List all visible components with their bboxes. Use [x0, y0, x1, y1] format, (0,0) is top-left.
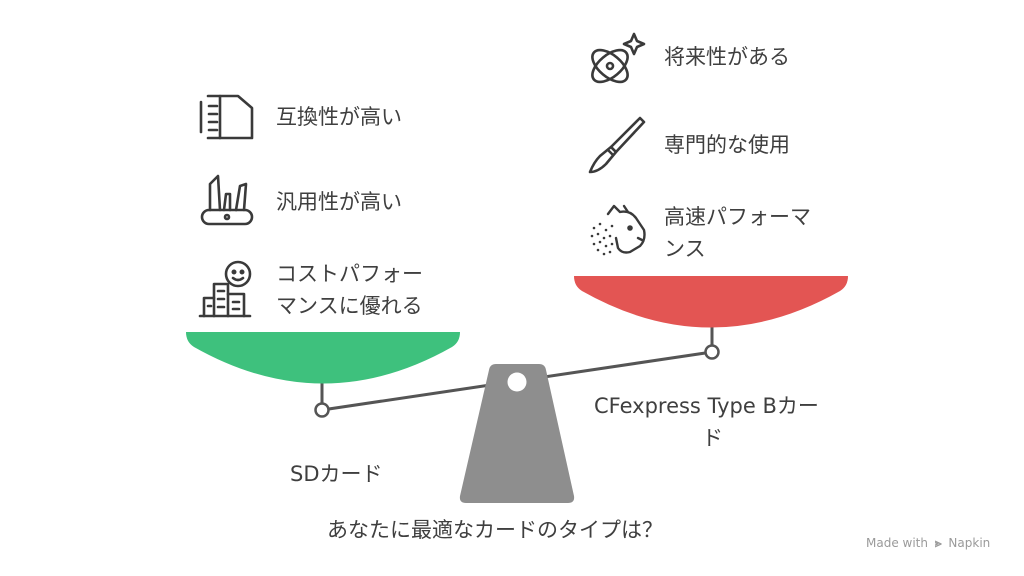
left-feature-1: 互換性が高い: [276, 105, 402, 129]
swiss-army-knife-icon: [196, 172, 258, 234]
watermark-brand: Napkin: [948, 536, 991, 550]
sd-card-icon: [196, 90, 258, 144]
right-feature-3-line-1: 高速パフォーマ: [664, 205, 811, 229]
right-feature-3-line-2: ンス: [664, 237, 706, 261]
right-feature-2: 専門的な使用: [664, 133, 790, 157]
watermark-prefix: Made with: [866, 536, 928, 550]
atom-sparkle-icon: [586, 30, 648, 92]
left-feature-3-line-1: コストパフォー: [276, 262, 423, 286]
fulcrum: [459, 364, 575, 503]
napkin-logo-icon: ⪢: [934, 536, 942, 550]
cheetah-icon: [586, 200, 648, 262]
left-option-label: SDカード: [290, 462, 383, 486]
person-with-building-icon: [196, 258, 258, 320]
left-feature-2: 汎用性が高い: [276, 190, 402, 214]
right-option-label-line-1: CFexpress Type Bカー: [594, 394, 819, 418]
watermark: Made with ⪢ Napkin: [866, 536, 990, 551]
left-feature-3-line-2: マンスに優れる: [276, 294, 423, 318]
right-feature-1: 将来性がある: [664, 45, 790, 69]
fulcrum-hole: [507, 372, 527, 392]
right-pivot: [704, 344, 720, 360]
left-pivot: [314, 402, 330, 418]
left-pan: [186, 332, 460, 384]
right-option-label-line-2: ド: [702, 426, 723, 450]
right-pan: [574, 276, 848, 328]
scalpel-icon: [586, 114, 648, 176]
question-title: あなたに最適なカードのタイプは？: [327, 518, 663, 542]
